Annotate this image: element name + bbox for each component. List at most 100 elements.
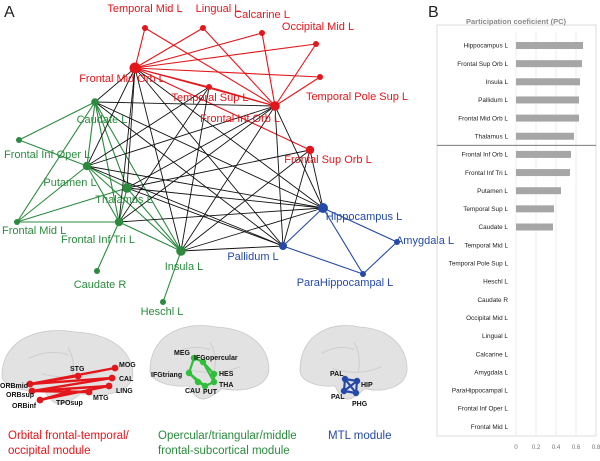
brain-label: STG — [70, 366, 85, 373]
pc-bar — [516, 169, 570, 177]
node-omid — [313, 41, 319, 47]
edge-fio-thal — [126, 105, 276, 189]
brain-label: MOG — [119, 362, 136, 369]
brain-silhouette — [299, 325, 408, 400]
node-fiop — [16, 137, 22, 143]
edge-thal-pal — [126, 187, 284, 247]
brain-label: PAL — [330, 371, 344, 378]
brain-label: HIP — [361, 382, 373, 389]
brain-node — [74, 372, 82, 380]
brain-node — [111, 364, 119, 372]
edge-fio-ins — [180, 105, 276, 252]
module-caption-blue: MTL module — [328, 430, 392, 442]
pc-category-label: Frontal Mid Orb L — [458, 115, 508, 122]
edge-put-pal — [86, 165, 284, 247]
brain-label: PUT — [203, 389, 218, 396]
brain-label: LING — [116, 388, 133, 395]
pc-category-label: Amygdala L — [474, 369, 508, 376]
edge-pal-phip — [282, 245, 364, 275]
edge-fio-omid — [274, 43, 317, 107]
pc-category-label: Heschl L — [483, 279, 508, 286]
node-label-fmid: Frontal Mid L — [2, 225, 66, 237]
brain-node — [64, 388, 72, 396]
module-caption-green: Opercular/triangular/middle — [158, 430, 297, 442]
edge-ins-hip — [180, 207, 324, 252]
edge-tsup-ins — [180, 86, 210, 252]
edge-caud-fit — [94, 101, 120, 223]
pc-category-label: Frontal Inf Tri L — [465, 170, 508, 177]
participation-coefficient-chart: Participation coeficient (PC) Hippocampu… — [436, 17, 600, 451]
node-ling — [200, 25, 206, 31]
network-nodes — [14, 25, 400, 305]
brain-node — [105, 382, 113, 390]
node-hes — [160, 299, 166, 305]
edge-caud-thal — [94, 101, 128, 189]
pc-bar — [516, 150, 571, 158]
pc-category-label: Insula L — [486, 79, 509, 86]
edge-fmo-ins — [134, 67, 182, 252]
node-caud — [91, 98, 99, 106]
node-thal — [122, 183, 132, 193]
node-amy — [394, 239, 400, 245]
node-label-fso: Frontal Sup Orb L — [284, 154, 371, 166]
node-tpole — [317, 74, 323, 80]
pc-bar — [516, 223, 553, 231]
brain-label: PHG — [352, 401, 368, 408]
node-fmo — [129, 62, 141, 74]
module-captions: Orbital frontal-temporal/occipital modul… — [8, 430, 392, 457]
edge-hip-pal — [282, 207, 324, 247]
edge-put-fit — [86, 165, 120, 223]
node-pal — [279, 242, 287, 250]
module-caption-red: occipital module — [8, 445, 90, 457]
edge-thal-fmid — [16, 187, 128, 223]
brain-label: TPOsup — [56, 400, 83, 407]
node-calc — [259, 30, 265, 36]
pc-bar — [516, 96, 579, 104]
edge-fso-hip — [309, 149, 324, 209]
edge-caud-pal — [94, 101, 284, 247]
brain-node — [210, 378, 218, 386]
edge-fmo-fit — [118, 67, 136, 223]
brain-link — [29, 376, 113, 386]
edge-fmo-put — [86, 67, 136, 167]
brain-node — [28, 387, 36, 395]
edge-thal-hip — [126, 187, 324, 209]
edge-caud-ins — [94, 101, 182, 252]
pc-category-label: Hippocampus L — [464, 43, 509, 50]
brain-node — [201, 382, 209, 390]
edge-fmo-fso — [134, 67, 311, 151]
node-label-calc: Calcarine L — [234, 9, 290, 21]
pc-category-label: Temporal Sup L — [463, 206, 508, 213]
pc-category-label: Pallidum L — [478, 97, 508, 104]
edge-fmo-thal — [126, 67, 136, 189]
edge-fit-caudr — [96, 221, 120, 272]
node-label-fmo: Frontal Mid Orb L — [79, 73, 165, 85]
panel-a-letter: A — [4, 4, 15, 21]
node-fmid — [14, 219, 20, 225]
edge-caud-fiop — [18, 101, 96, 141]
brain-sulci — [321, 341, 382, 373]
edge-fio-caud — [94, 101, 276, 107]
brain-label: ORBsup — [6, 392, 34, 399]
edge-fio-tmid — [144, 27, 276, 107]
edge-caud-fmid — [16, 101, 96, 223]
pc-x-tick: 0 — [514, 444, 518, 451]
edge-put-thal — [86, 165, 128, 189]
pc-category-label: Occipital Mid L — [466, 315, 508, 322]
node-label-ling: Lingual L — [196, 3, 241, 15]
brain-node — [199, 358, 207, 366]
edge-fio-tpole — [274, 76, 321, 107]
network-edges — [16, 27, 398, 303]
pc-bar — [516, 187, 561, 195]
edge-fso-thal — [126, 149, 311, 189]
edge-hip-amy — [322, 207, 398, 243]
edge-fio-tsup — [208, 86, 276, 107]
node-label-caud: Caudate L — [77, 114, 128, 126]
edge-ins-pal — [180, 245, 284, 252]
node-label-amy: Amygdala L — [396, 235, 454, 247]
node-label-phip: ParaHippocampal L — [297, 277, 394, 289]
